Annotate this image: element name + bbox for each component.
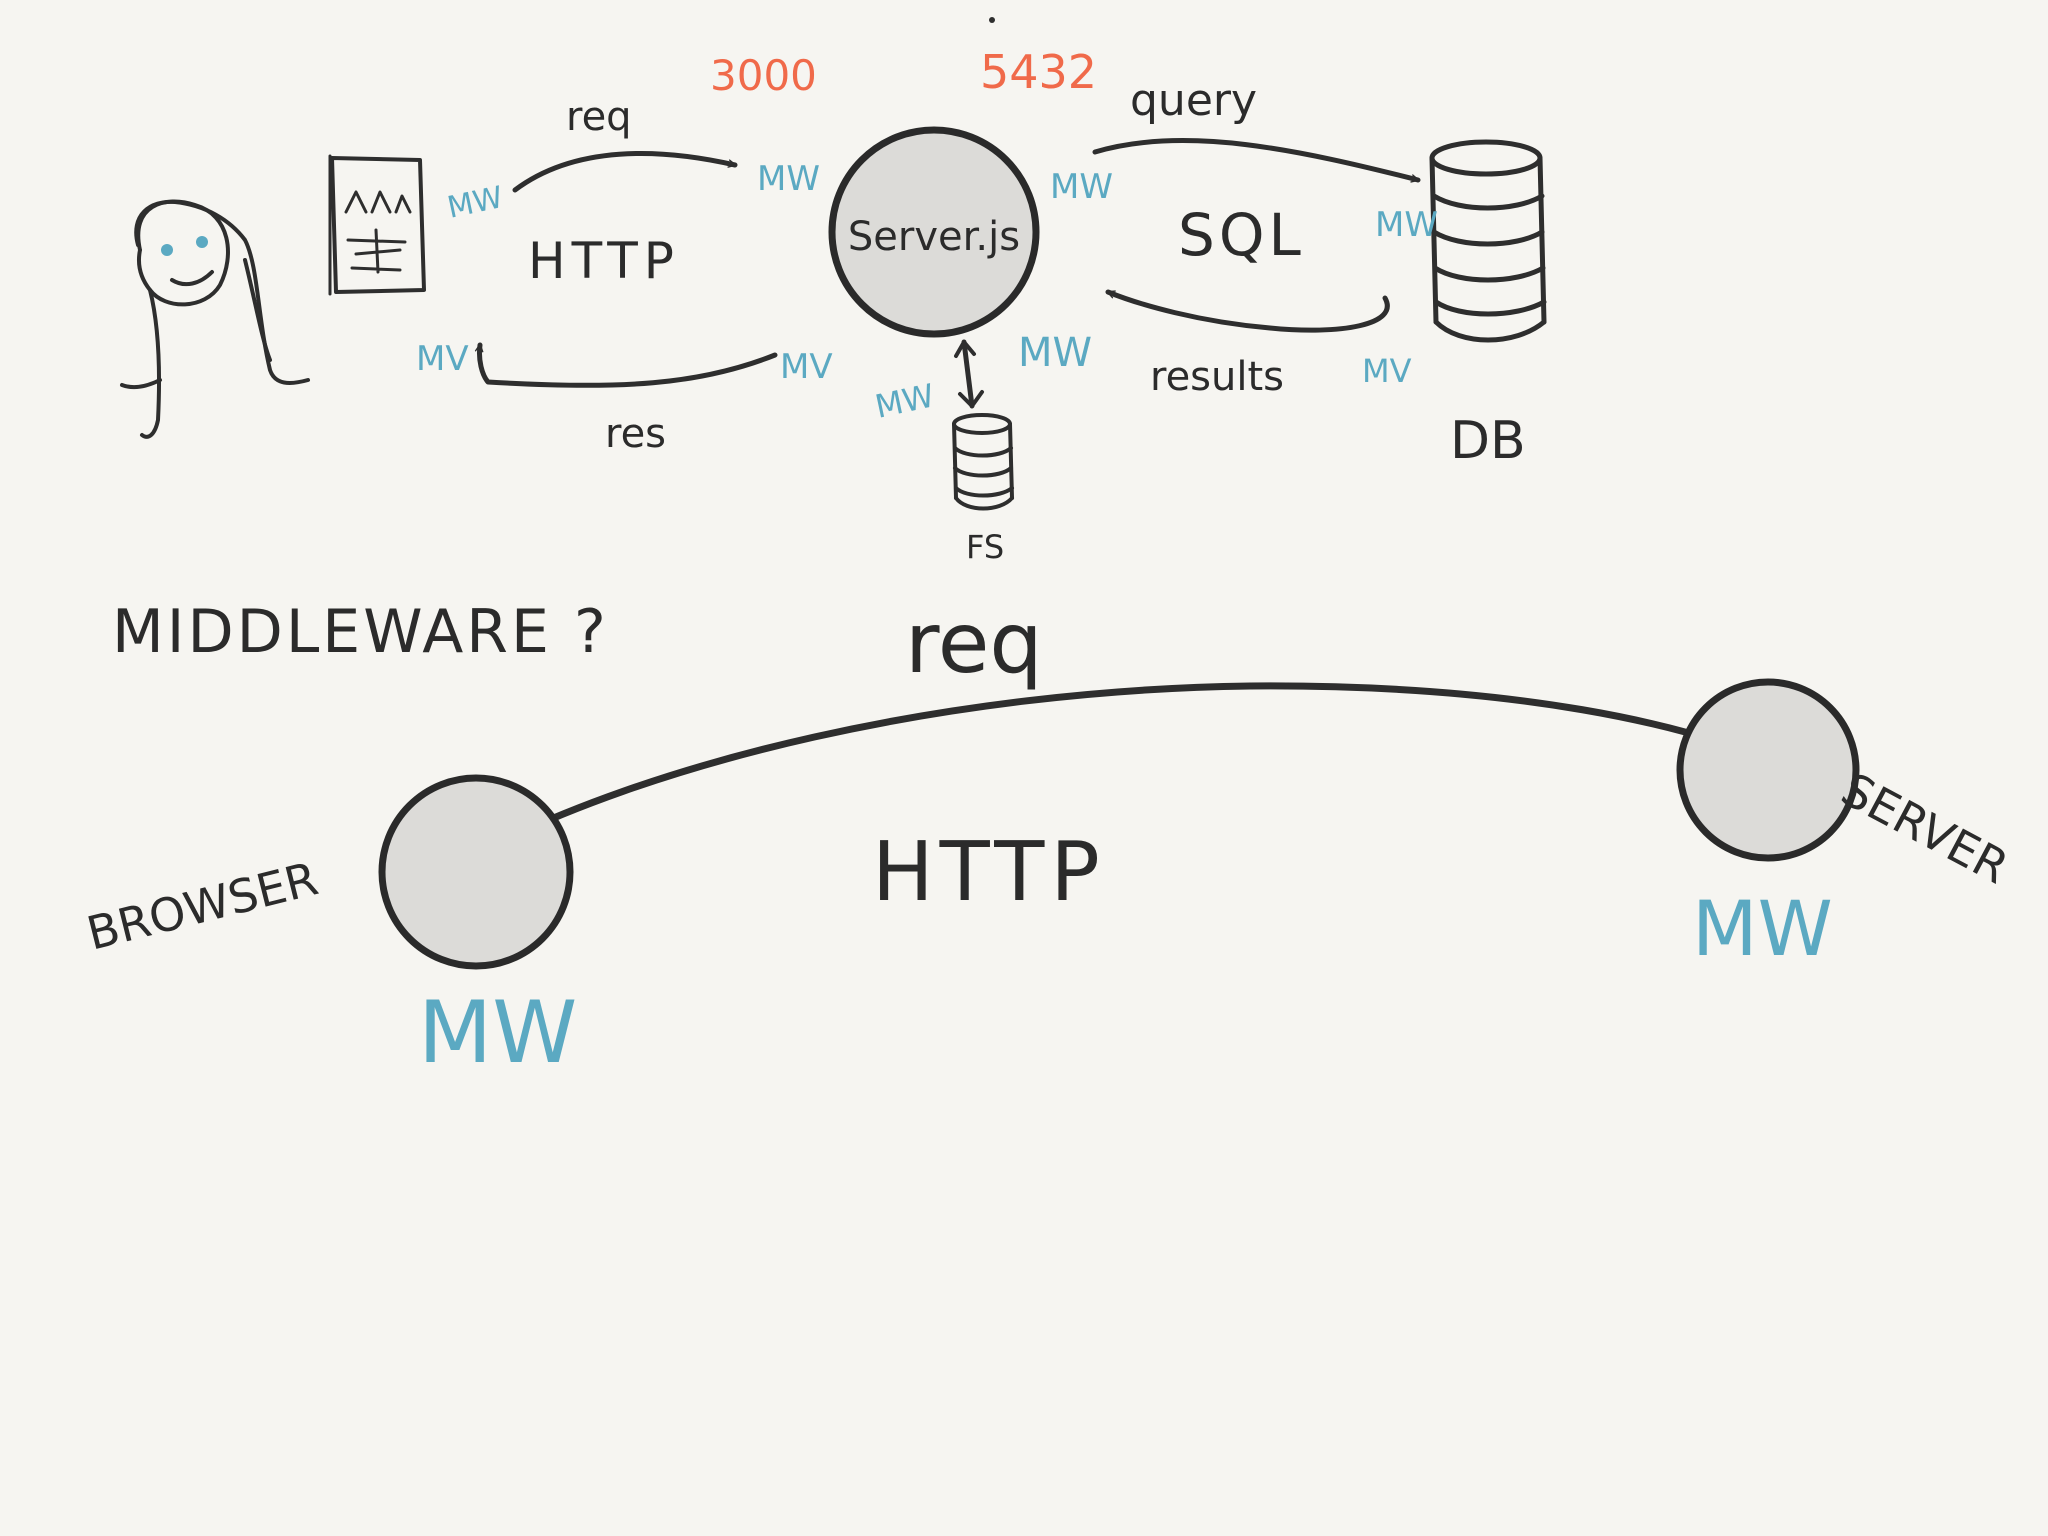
browser-label: BROWSER bbox=[82, 851, 324, 960]
mw-mark-server-res: MV bbox=[780, 347, 833, 387]
mw-mark-server-results: MW bbox=[1018, 330, 1092, 376]
server-node bbox=[828, 126, 1040, 338]
stray-dot bbox=[989, 17, 995, 23]
results-arrow bbox=[1105, 289, 1390, 333]
fs-link bbox=[961, 339, 975, 409]
browser-mw-label: MW bbox=[418, 983, 577, 1083]
req-arrow bbox=[512, 151, 738, 193]
fs-link-arrowheads bbox=[954, 340, 984, 408]
fs-label: FS bbox=[966, 528, 1004, 566]
query-arrow bbox=[1092, 137, 1421, 180]
mw-mark-server-fs: MW bbox=[872, 376, 938, 425]
browser-window-icon bbox=[328, 154, 426, 296]
sql-label: SQL bbox=[1178, 201, 1305, 269]
server-node-bottom bbox=[1676, 678, 1860, 862]
req-label: req bbox=[566, 94, 632, 140]
http-req-arrow bbox=[461, 682, 1814, 864]
query-label: query bbox=[1130, 75, 1257, 126]
results-label: results bbox=[1150, 354, 1284, 400]
mw-mark-db-results: MV bbox=[1362, 352, 1412, 390]
res-arrow bbox=[479, 342, 778, 388]
res-label: res bbox=[605, 411, 666, 457]
database-icon bbox=[1429, 139, 1547, 343]
mw-mark-browser-req: MW bbox=[444, 180, 506, 226]
server-mw-label: MW bbox=[1692, 884, 1833, 973]
left-eye bbox=[161, 244, 173, 256]
db-port: 5432 bbox=[980, 45, 1097, 99]
server-port: 3000 bbox=[710, 51, 817, 100]
mw-mark-db-query: MW bbox=[1375, 205, 1438, 245]
filesystem-icon bbox=[952, 413, 1014, 511]
mw-mark-server-req: MW bbox=[757, 159, 820, 199]
mw-mark-browser-res: MV bbox=[416, 339, 469, 379]
req-label-bottom: req bbox=[905, 594, 1043, 692]
section-title: MIDDLEWARE ? bbox=[112, 597, 609, 667]
right-eye bbox=[196, 236, 208, 248]
browser-node bbox=[378, 774, 574, 970]
server-label: Server.js bbox=[848, 214, 1020, 260]
mw-mark-server-query: MW bbox=[1050, 167, 1113, 207]
user-figure bbox=[120, 199, 310, 439]
db-label: DB bbox=[1450, 411, 1526, 471]
http-label-top: HTTP bbox=[528, 232, 680, 290]
http-label-bottom: HTTP bbox=[872, 825, 1106, 920]
server-label-bottom: SERVER bbox=[1833, 762, 2017, 894]
